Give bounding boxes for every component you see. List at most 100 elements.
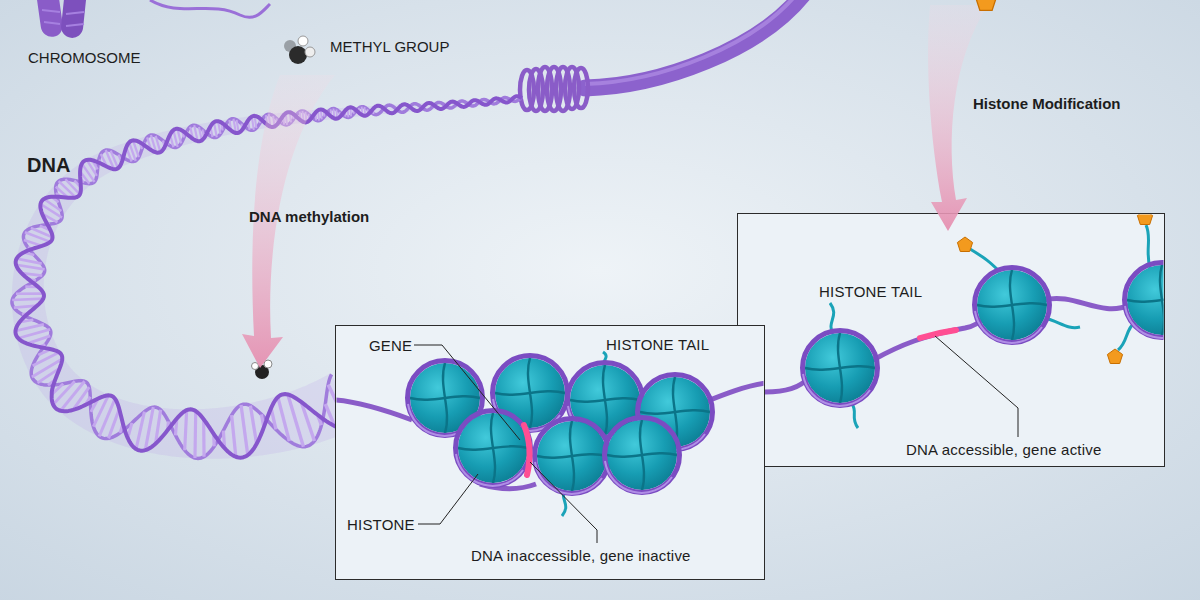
base-pair bbox=[190, 127, 193, 139]
base-pair bbox=[32, 359, 62, 377]
base-pair bbox=[28, 247, 33, 248]
base-pair bbox=[352, 108, 354, 114]
base-pair bbox=[199, 127, 202, 140]
base-pair bbox=[27, 336, 50, 344]
base-pair bbox=[318, 110, 319, 120]
base-pair bbox=[167, 141, 168, 145]
base-pair bbox=[99, 399, 115, 437]
modification-mark bbox=[976, 0, 996, 10]
base-pair bbox=[156, 136, 161, 152]
base-pair bbox=[221, 122, 222, 130]
callout-label: GENE bbox=[369, 337, 412, 354]
section-label: Histone Modification bbox=[973, 95, 1121, 112]
base-pair bbox=[59, 181, 76, 197]
base-pair bbox=[333, 108, 336, 118]
base-pair bbox=[129, 142, 136, 160]
atom bbox=[305, 47, 315, 57]
base-pair bbox=[24, 252, 35, 255]
methyl-mark bbox=[252, 360, 273, 379]
base-pair bbox=[314, 113, 317, 121]
base-pair bbox=[308, 114, 311, 120]
base-pair bbox=[106, 150, 114, 169]
base-pair bbox=[118, 155, 121, 163]
base-pair bbox=[136, 412, 144, 449]
atom bbox=[284, 40, 296, 52]
base-pair bbox=[12, 299, 43, 300]
base-pair bbox=[218, 121, 220, 134]
base-pair bbox=[185, 410, 187, 450]
base-pair bbox=[18, 329, 50, 338]
atom bbox=[264, 360, 272, 368]
base-pair bbox=[126, 147, 131, 161]
methyl-group-symbol bbox=[284, 36, 315, 64]
base-pair bbox=[301, 402, 314, 441]
base-pair bbox=[212, 434, 216, 447]
coil-loop bbox=[574, 68, 588, 108]
base-pair bbox=[21, 273, 42, 275]
base-pair bbox=[15, 324, 43, 330]
callout-label: HISTONE bbox=[347, 516, 415, 533]
modification-arrow bbox=[928, 5, 988, 231]
base-pair bbox=[53, 381, 75, 404]
chromatin-coil bbox=[520, 67, 588, 111]
base-pair bbox=[44, 199, 61, 211]
base-pair bbox=[46, 223, 49, 225]
base-pair bbox=[170, 135, 173, 148]
base-pair bbox=[24, 240, 42, 246]
base-pair bbox=[42, 214, 57, 223]
base-pair bbox=[92, 160, 97, 169]
section-label: DNA methylation bbox=[249, 208, 369, 225]
chromatin-fiber bbox=[585, 0, 805, 88]
section-label: METHYL GROUP bbox=[330, 38, 449, 55]
base-pair bbox=[87, 160, 97, 176]
base-pair bbox=[241, 405, 248, 455]
base-pair bbox=[111, 151, 118, 169]
base-pair bbox=[210, 127, 212, 138]
base-pair bbox=[361, 107, 363, 116]
base-pair bbox=[173, 130, 177, 147]
base-pair bbox=[252, 117, 254, 130]
base-pair bbox=[290, 112, 291, 122]
methylation-arrow bbox=[242, 75, 335, 368]
base-pair bbox=[237, 120, 239, 133]
base-pair bbox=[299, 112, 302, 121]
base-pair bbox=[320, 109, 323, 119]
base-pair bbox=[295, 115, 297, 118]
base-pair bbox=[38, 368, 60, 383]
base-pair bbox=[101, 154, 107, 167]
base-pair bbox=[202, 130, 204, 138]
base-pair bbox=[234, 119, 236, 133]
base-pair bbox=[327, 112, 329, 114]
base-pair bbox=[177, 129, 181, 144]
chromatin-fiber-highlight bbox=[585, 0, 800, 84]
base-pair bbox=[269, 114, 271, 126]
base-pair bbox=[145, 407, 153, 450]
base-pair bbox=[140, 142, 142, 149]
base-pair bbox=[273, 116, 274, 127]
base-pair bbox=[302, 111, 303, 122]
base-pair bbox=[82, 164, 95, 182]
base-pair bbox=[41, 204, 62, 218]
base-pair bbox=[133, 140, 139, 157]
base-pair bbox=[355, 109, 357, 111]
base-pair bbox=[93, 395, 108, 426]
base-pair bbox=[193, 411, 197, 458]
base-pair bbox=[278, 397, 289, 441]
base-pair bbox=[25, 285, 38, 288]
base-pair bbox=[33, 352, 60, 366]
base-pair bbox=[73, 387, 89, 410]
base-pair bbox=[344, 111, 346, 117]
base-pair bbox=[271, 408, 276, 429]
base-pair bbox=[250, 406, 256, 444]
base-pair bbox=[16, 292, 44, 295]
coil-loop bbox=[538, 67, 552, 111]
base-pair bbox=[280, 119, 282, 122]
base-pair bbox=[372, 109, 374, 114]
base-pair bbox=[288, 395, 304, 447]
base-pair bbox=[244, 125, 246, 128]
base-pair bbox=[364, 107, 366, 116]
base-pair bbox=[323, 110, 326, 116]
base-pair bbox=[29, 278, 36, 281]
base-pair bbox=[74, 180, 80, 187]
